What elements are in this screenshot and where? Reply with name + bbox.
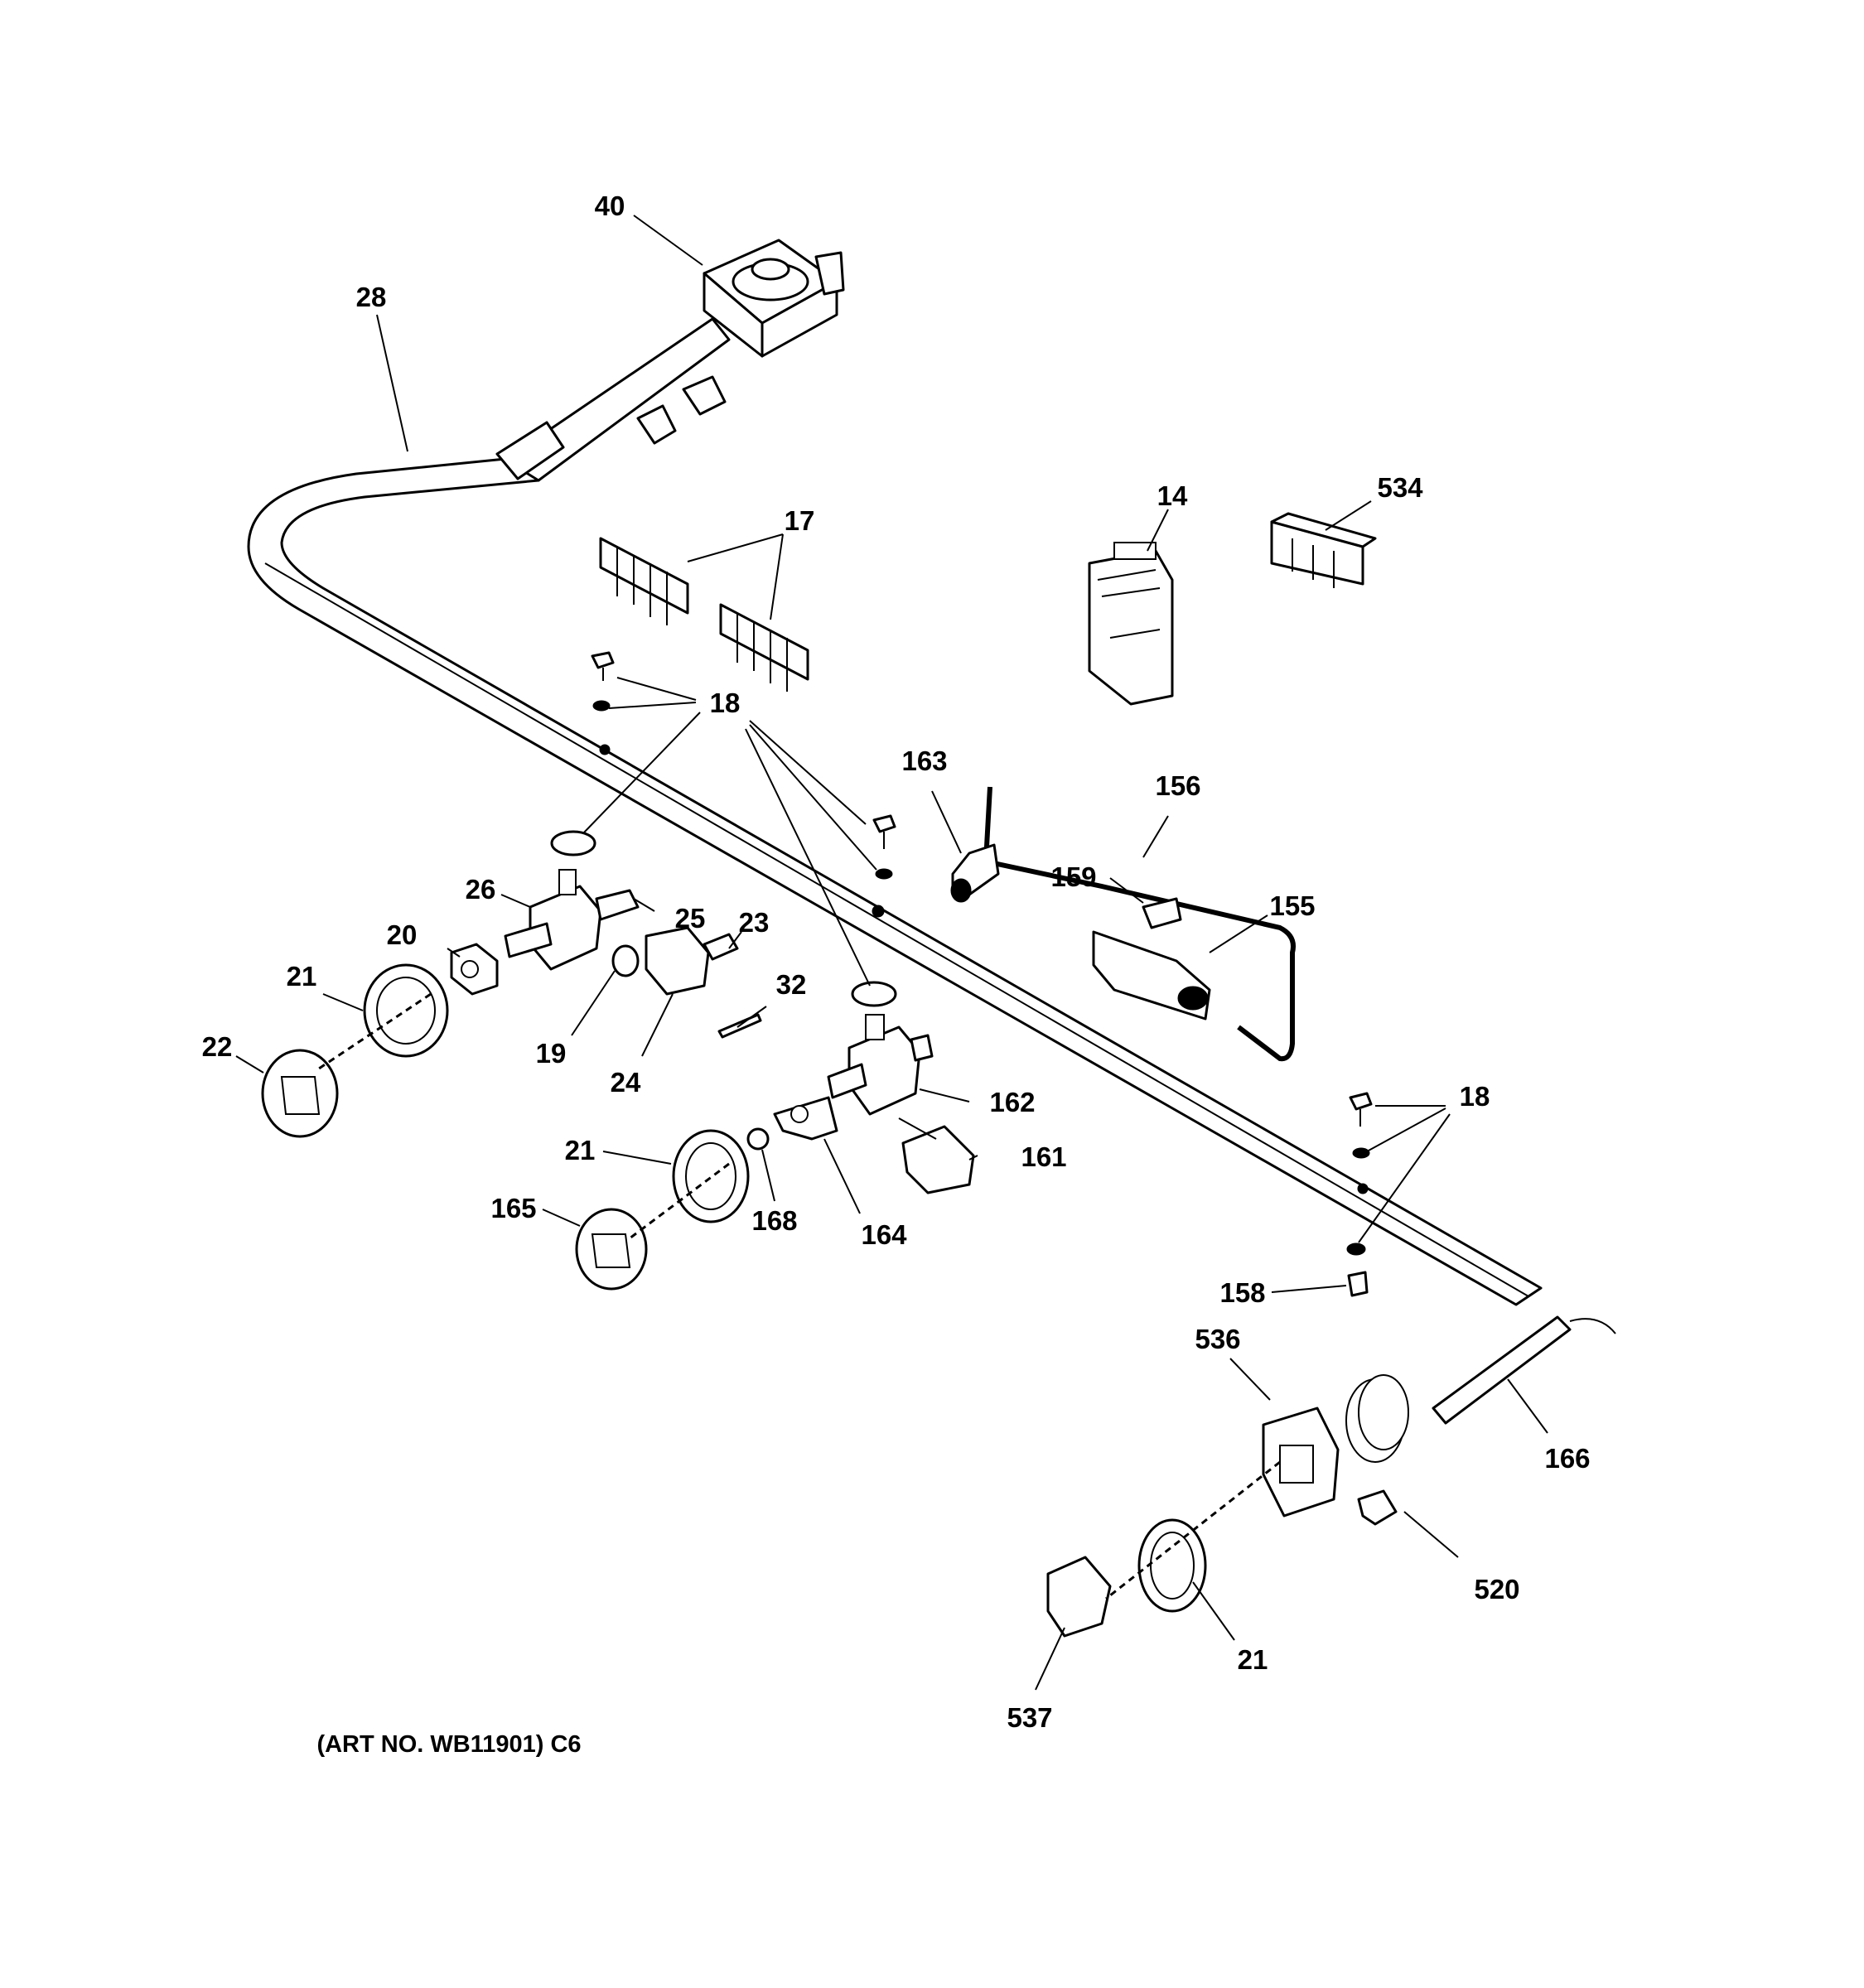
callout-28: 28 (356, 282, 387, 312)
screws-and-washers (550, 651, 1373, 1297)
callout-23: 23 (739, 907, 770, 938)
terminal-block-17b (719, 603, 809, 692)
screw (1349, 1092, 1373, 1127)
callout-17: 17 (785, 505, 815, 536)
thermocouple-assembly (950, 786, 1296, 1062)
callout-166: 166 (1544, 1443, 1590, 1474)
callout-26: 26 (466, 874, 496, 905)
callout-537: 537 (1007, 1702, 1052, 1733)
callout-164: 164 (861, 1219, 907, 1250)
callout-40: 40 (595, 191, 625, 221)
callout-22: 22 (202, 1031, 233, 1062)
callout-156: 156 (1155, 770, 1200, 801)
callout-19: 19 (536, 1038, 567, 1069)
knob-537 (1046, 1556, 1112, 1638)
washer (875, 868, 893, 880)
capillary-166 (1432, 1315, 1572, 1425)
washer-168 (746, 1127, 770, 1151)
callout-520: 520 (1474, 1574, 1519, 1604)
washer (1346, 1242, 1366, 1256)
solenoid-24 (645, 926, 710, 996)
callout-162: 162 (989, 1087, 1035, 1117)
oven-valve-left-parts (611, 926, 762, 1039)
washer (1352, 1147, 1370, 1159)
callout-24: 24 (611, 1067, 641, 1098)
callout-155: 155 (1269, 890, 1315, 921)
callout-20: 20 (387, 919, 418, 950)
fitting-520 (1357, 1489, 1398, 1526)
callout-159: 159 (1050, 861, 1096, 892)
o-ring (550, 830, 596, 856)
callout-536: 536 (1195, 1324, 1240, 1354)
oven-valve-center (575, 1014, 975, 1291)
callout-158: 158 (1219, 1277, 1265, 1308)
spark-module (1088, 542, 1174, 706)
callout-165: 165 (490, 1193, 536, 1223)
callout-labels: 40 28 17 14 534 18 163 156 159 155 26 25… (202, 191, 1591, 1733)
callout-161: 161 (1021, 1141, 1066, 1172)
callout-18-top: 18 (710, 688, 741, 718)
o-ring-19 (611, 944, 640, 977)
callout-534: 534 (1377, 472, 1423, 503)
art-number-caption: (ART NO. WB11901) C6 (316, 1731, 581, 1758)
callout-25: 25 (675, 903, 706, 934)
callout-21-center: 21 (565, 1135, 596, 1165)
callout-21-left: 21 (287, 961, 317, 992)
thermostat-assembly (1046, 1315, 1616, 1638)
terminal-strip-534 (1270, 512, 1377, 588)
callout-21-bottom: 21 (1238, 1644, 1268, 1675)
screw (872, 814, 896, 849)
callout-163: 163 (901, 746, 947, 776)
screw-158 (1347, 1271, 1369, 1297)
burner-valve-left (261, 869, 640, 1138)
callout-14: 14 (1157, 480, 1188, 511)
manifold-pipe (247, 317, 1543, 1306)
leader-lines (235, 215, 1548, 1691)
screw (591, 651, 615, 681)
callout-32: 32 (776, 969, 807, 1000)
callout-168: 168 (751, 1205, 797, 1236)
washer (592, 700, 611, 712)
switch-161 (901, 1125, 975, 1194)
o-ring (851, 981, 897, 1007)
callout-18-right: 18 (1460, 1081, 1490, 1112)
gas-regulator (636, 239, 845, 445)
terminal-block-17a (599, 537, 689, 625)
